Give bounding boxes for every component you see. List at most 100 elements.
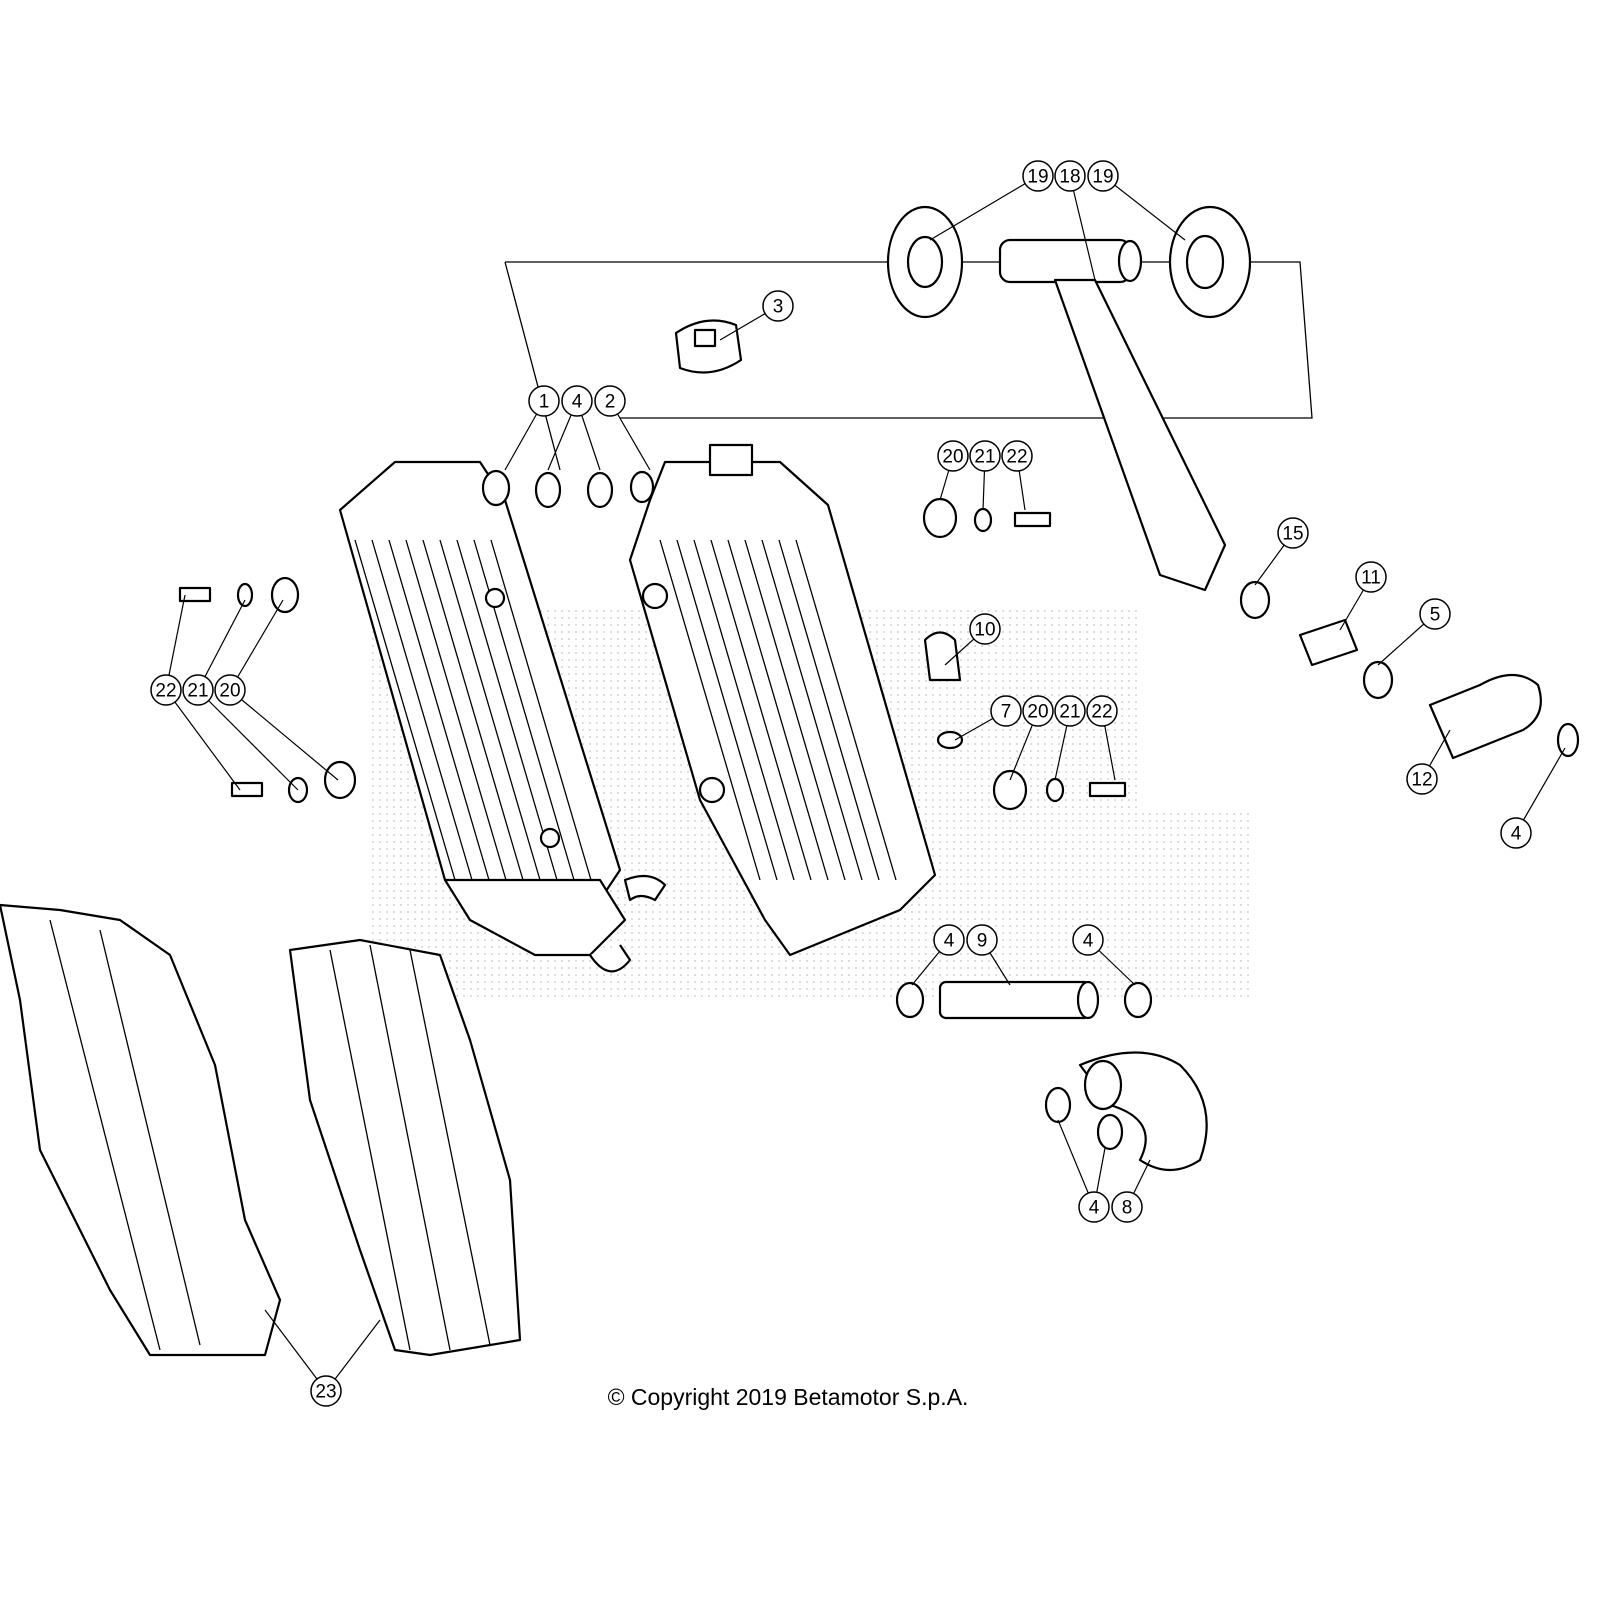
copyright-notice: © Copyright 2019 Betamotor S.p.A.	[607, 1384, 969, 1410]
callout-circle	[1072, 924, 1104, 956]
lower-hose-straight	[895, 980, 1153, 1020]
callout-circle	[1111, 1191, 1143, 1223]
leader-line	[229, 689, 339, 781]
callout-9: 9	[966, 924, 998, 956]
callout-number: 23	[315, 1382, 336, 1403]
callout-circle	[1355, 561, 1387, 593]
callout-number: 20	[1027, 702, 1048, 723]
callout-circle	[969, 613, 1001, 645]
callout-circle	[990, 695, 1022, 727]
callout-circle	[1022, 695, 1054, 727]
callout-number: 5	[1430, 605, 1441, 626]
leader-line	[165, 594, 186, 691]
callout-number: 4	[1511, 824, 1522, 845]
callout-20: 20	[937, 440, 969, 472]
callout-circle	[1277, 517, 1309, 549]
callout-number: 9	[977, 931, 988, 952]
callout-number: 21	[187, 681, 208, 702]
callout-circle	[528, 385, 560, 417]
callout-22: 22	[1001, 440, 1033, 472]
callout-number: 4	[572, 392, 583, 413]
leader-line	[1515, 747, 1566, 834]
leader-line	[264, 1309, 327, 1392]
callout-number: 4	[1089, 1198, 1100, 1219]
callout-22: 22	[150, 674, 182, 706]
callout-circle	[561, 385, 593, 417]
callout-19: 19	[1087, 160, 1119, 192]
callout-circle	[933, 924, 965, 956]
leader-line	[229, 599, 284, 691]
callout-4: 4	[933, 924, 965, 956]
callout-circle	[150, 674, 182, 706]
callout-2: 2	[594, 385, 626, 417]
leader-line	[165, 689, 241, 791]
callout-4: 4	[1500, 817, 1532, 849]
callout-circle	[1419, 598, 1451, 630]
upper-hose	[886, 205, 1252, 592]
callout-number: 4	[944, 931, 955, 952]
callout-circle	[762, 290, 794, 322]
callout-number: 12	[1411, 770, 1432, 791]
callout-circle	[1078, 1191, 1110, 1223]
callout-number: 22	[155, 681, 176, 702]
callout-circle	[1022, 160, 1054, 192]
hose-clamps-top	[534, 471, 614, 509]
callout-10: 10	[969, 613, 1001, 645]
callout-number: 3	[773, 297, 784, 318]
callout-1: 1	[528, 385, 560, 417]
callout-18: 18	[1054, 160, 1086, 192]
callout-circle	[310, 1375, 342, 1407]
right-radiator	[628, 443, 937, 957]
callout-22: 22	[1086, 695, 1118, 727]
callout-number: 21	[1059, 702, 1080, 723]
right-pipe-assembly	[1239, 580, 1580, 760]
callout-3: 3	[762, 290, 794, 322]
callout-circle	[969, 440, 1001, 472]
callout-number: 18	[1059, 167, 1080, 188]
callout-number: 15	[1282, 524, 1303, 545]
callout-circle	[1406, 763, 1438, 795]
leader-line	[1069, 175, 1096, 281]
callout-23: 23	[310, 1375, 342, 1407]
callout-20: 20	[214, 674, 246, 706]
callout-circle	[594, 385, 626, 417]
callout-number: 4	[1083, 931, 1094, 952]
radiator-cap	[674, 319, 743, 374]
leader-line	[197, 599, 246, 691]
callout-circle	[1054, 695, 1086, 727]
callout-number: 20	[942, 447, 963, 468]
callout-8: 8	[1111, 1191, 1143, 1223]
callout-number: 22	[1006, 447, 1027, 468]
callout-15: 15	[1277, 517, 1309, 549]
callout-number: 19	[1027, 167, 1048, 188]
callout-circle	[1054, 160, 1086, 192]
left-radiator	[338, 460, 667, 973]
callout-circle	[1086, 695, 1118, 727]
callout-number: 21	[974, 447, 995, 468]
callout-19: 19	[1022, 160, 1054, 192]
callout-21: 21	[182, 674, 214, 706]
radiator-shrouds	[0, 903, 522, 1357]
callout-21: 21	[1054, 695, 1086, 727]
callout-number: 8	[1122, 1198, 1133, 1219]
lower-hose-elbow	[1044, 1051, 1208, 1171]
callout-21: 21	[969, 440, 1001, 472]
callout-20: 20	[1022, 695, 1054, 727]
callout-7: 7	[990, 695, 1022, 727]
callout-number: 10	[974, 620, 995, 641]
callout-4: 4	[561, 385, 593, 417]
callout-12: 12	[1406, 763, 1438, 795]
leader-line	[929, 175, 1039, 241]
callout-number: 2	[605, 392, 616, 413]
callout-5: 5	[1419, 598, 1451, 630]
callout-number: 11	[1361, 568, 1381, 589]
callout-circle	[1001, 440, 1033, 472]
callout-circle	[182, 674, 214, 706]
callout-circle	[966, 924, 998, 956]
callout-number: 7	[1001, 702, 1012, 723]
callout-number: 19	[1092, 167, 1113, 188]
callout-circle	[214, 674, 246, 706]
